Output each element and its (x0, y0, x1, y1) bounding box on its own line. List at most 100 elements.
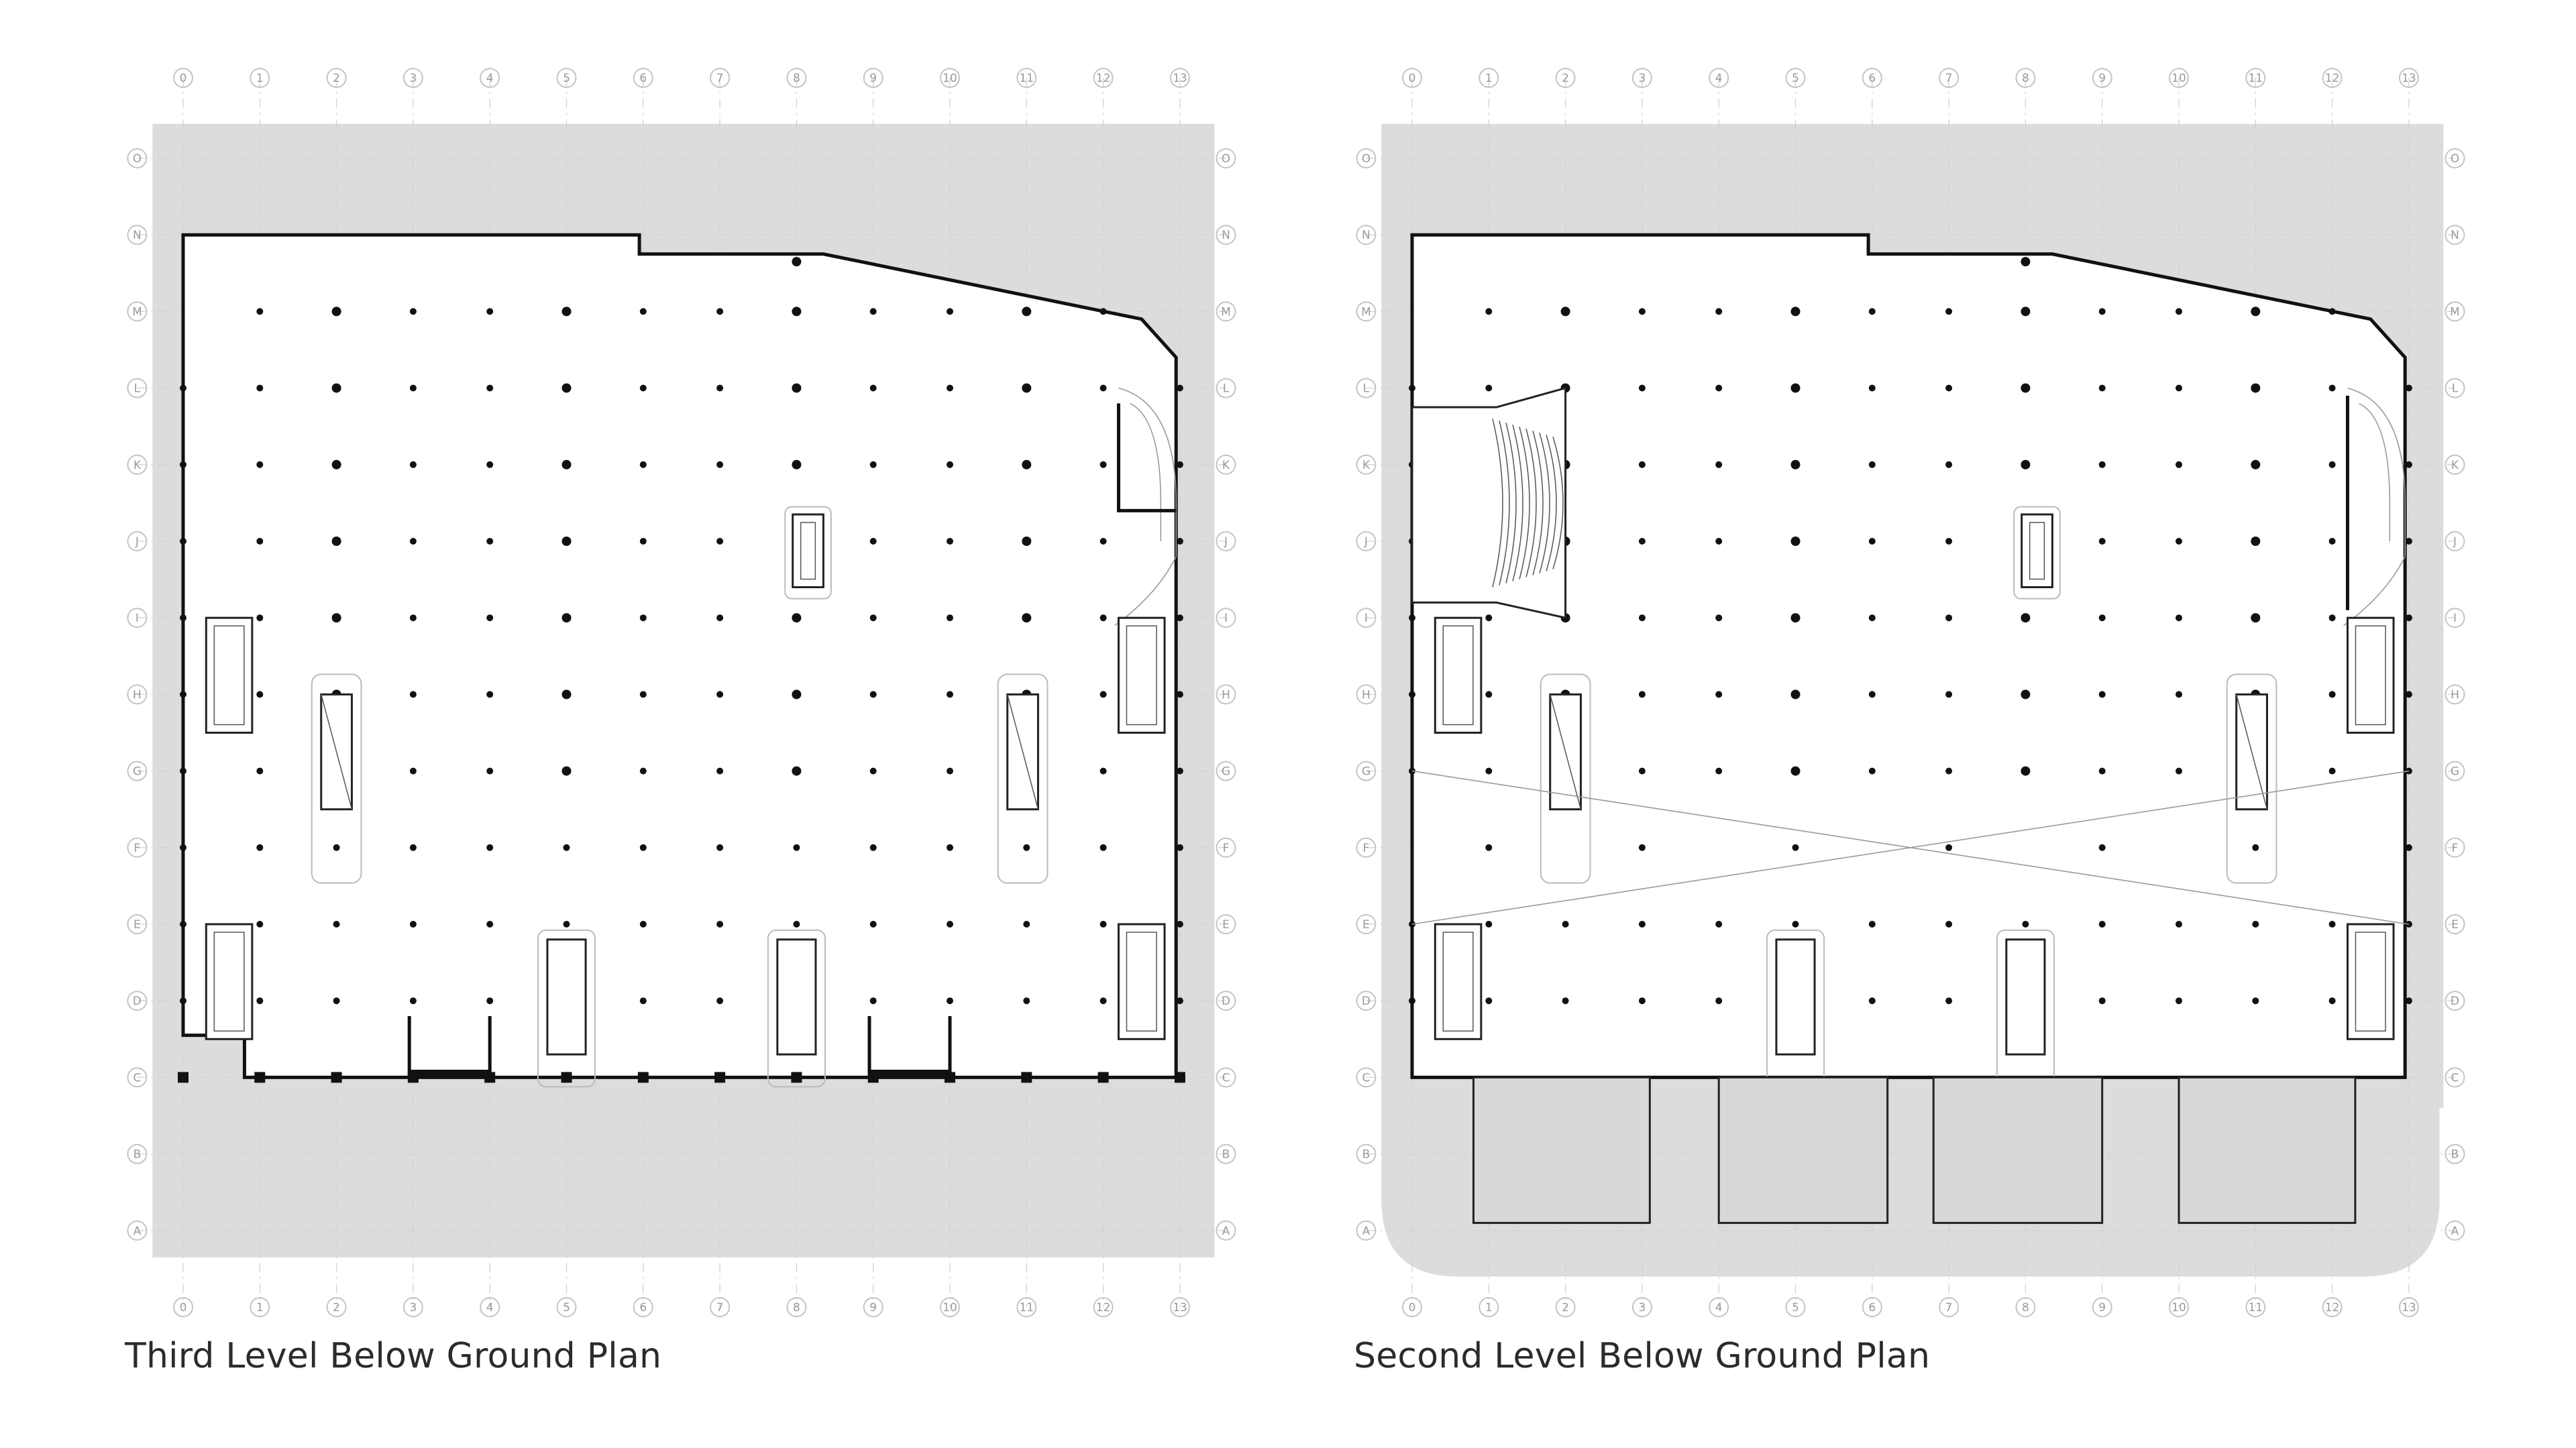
column (2098, 614, 2106, 622)
seating-row (1525, 429, 1537, 577)
grid-label-text: A (1222, 1225, 1230, 1238)
grid-label-text: J (2453, 535, 2457, 549)
grid-bubble (402, 68, 423, 89)
column (947, 308, 953, 315)
column (409, 308, 417, 315)
grid-label-text: 7 (716, 72, 724, 85)
grid-bubble (1356, 225, 1377, 245)
column (1715, 691, 1723, 698)
column (1945, 691, 1953, 698)
lift-outline (997, 673, 1049, 884)
grid-label-row-C: C (1356, 1067, 1377, 1088)
grid-label-column-13: 13 (1169, 1297, 1190, 1317)
column (1945, 384, 1953, 392)
column (1176, 691, 1183, 698)
grid-label-row-E: E (1216, 914, 1236, 934)
column (1099, 308, 1107, 315)
column (639, 384, 647, 392)
column (793, 844, 800, 851)
grid-label-text: 12 (1096, 72, 1111, 85)
column (2328, 461, 2336, 468)
grid-bubble (1862, 1297, 1882, 1317)
column (792, 689, 802, 700)
grid-label-text: 3 (409, 1301, 417, 1315)
grid-bubble (402, 1297, 423, 1317)
column (1176, 997, 1183, 1005)
column (869, 997, 877, 1005)
grid-bubble (1785, 68, 1806, 89)
grid-label-column-5: 5 (1785, 1297, 1806, 1317)
grid-label-text: J (1224, 535, 1228, 549)
grid-bubble (1356, 1144, 1377, 1164)
grid-label-row-B: B (127, 1144, 148, 1164)
grid-bubble (2445, 225, 2465, 245)
ramp-curve (2343, 387, 2406, 626)
column (2328, 767, 2336, 775)
grid-label-text: L (1223, 382, 1230, 396)
column (869, 308, 877, 315)
grid-bubble (2015, 1297, 2036, 1317)
grid-label-row-A: A (1356, 1220, 1377, 1241)
lift-cross (2236, 694, 2268, 810)
grid-bubble (1356, 531, 1377, 551)
grid-label-row-E: E (127, 914, 148, 934)
grid-label-text: 5 (1792, 1301, 1799, 1315)
column (331, 537, 341, 546)
grid-label-column-13: 13 (1169, 68, 1190, 89)
grid-label-row-M: M (2445, 301, 2465, 322)
column (2328, 308, 2336, 315)
column (2098, 921, 2106, 928)
grid-bubble (2245, 1297, 2266, 1317)
column (1176, 384, 1183, 392)
grid-bubble (556, 68, 577, 89)
column (1485, 921, 1493, 928)
grid-label-text: 12 (2325, 1301, 2340, 1315)
column (1409, 614, 1415, 622)
column (716, 691, 724, 698)
column (791, 1072, 802, 1083)
grid-label-column-12: 12 (2322, 68, 2343, 89)
column (2405, 691, 2412, 698)
column (1562, 921, 1569, 928)
column (1638, 384, 1646, 392)
column (409, 384, 417, 392)
grid-bubble (1216, 991, 1236, 1011)
column (1638, 997, 1646, 1005)
grid-bubble (173, 68, 193, 89)
grid-label-column-4: 4 (1709, 68, 1729, 89)
grid-bubble (1709, 1297, 1729, 1317)
grid-label-text: 2 (333, 1301, 340, 1315)
grid-label-text: 1 (256, 1301, 264, 1315)
column (1176, 767, 1183, 775)
column (2251, 307, 2261, 317)
column (2098, 384, 2106, 392)
column (947, 538, 953, 545)
grid-bubble (1216, 684, 1236, 705)
column (486, 384, 494, 392)
grid-label-column-7: 7 (710, 1297, 731, 1317)
column (2098, 767, 2106, 775)
floor-outline (1410, 233, 2407, 1079)
grid-bubble (1555, 68, 1576, 89)
grid-label-row-G: G (1216, 761, 1236, 781)
grid-label-text: K (1362, 459, 1371, 472)
seating-row (1512, 425, 1523, 581)
grid-label-row-M: M (1216, 301, 1236, 322)
column (2405, 384, 2412, 392)
grid-bubble (1216, 608, 1236, 628)
grid-label-column-12: 12 (1093, 68, 1114, 89)
column (2021, 459, 2031, 469)
column (1176, 844, 1183, 851)
column (1792, 844, 1799, 851)
grid-label-row-B: B (1356, 1144, 1377, 1164)
column (1715, 997, 1723, 1005)
column (563, 844, 570, 851)
grid-label-text: E (2451, 918, 2459, 932)
column (1176, 921, 1183, 928)
grid-label-text: 12 (1096, 1301, 1111, 1315)
grid-label-row-B: B (2445, 1144, 2465, 1164)
grid-bubble (940, 1297, 960, 1317)
grid-bubble (1939, 68, 1960, 89)
grid-bubble (1631, 1297, 1652, 1317)
column (1790, 383, 1801, 393)
